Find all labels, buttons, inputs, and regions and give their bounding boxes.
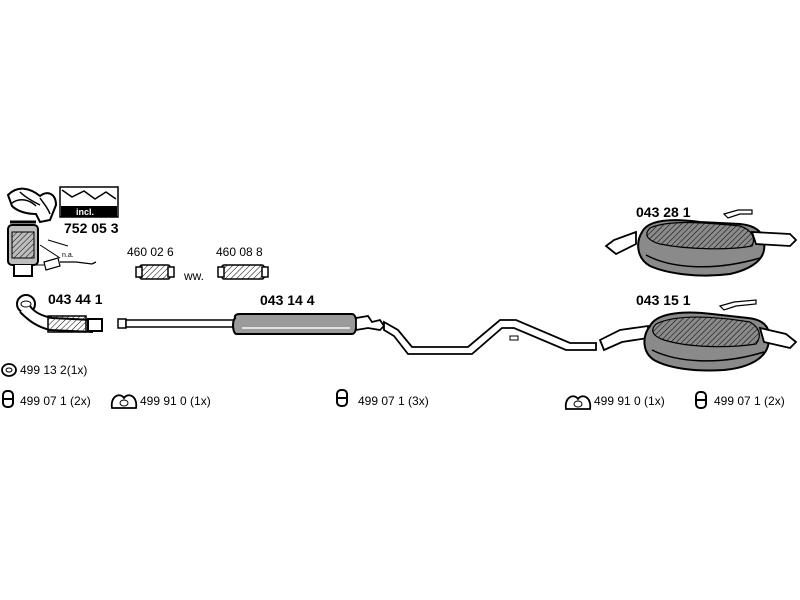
ww-label: ww. <box>184 269 205 283</box>
exhaust-manifold-catalyst[interactable] <box>6 187 58 277</box>
lambda-sensor[interactable] <box>36 244 97 271</box>
part-number-front-pipe: 043 44 1 <box>48 291 103 307</box>
rear-silencer-bottom[interactable] <box>598 299 798 372</box>
fitting-hanger-left: 499 07 1 (2x) <box>20 394 91 408</box>
fitting-clamp-left: 499 91 0 (1x) <box>140 394 211 408</box>
rubber-hanger-icon-middle <box>336 389 348 407</box>
repair-pipe-460-02-6[interactable] <box>135 264 175 280</box>
front-pipe[interactable] <box>16 294 103 334</box>
part-number-rear-silencer-top: 043 28 1 <box>636 204 691 220</box>
part-number-repair-pipe-b: 460 08 8 <box>216 245 263 259</box>
part-number-rear-silencer-bottom: 043 15 1 <box>636 292 691 308</box>
not-available-label: n.a. <box>62 252 74 259</box>
middle-silencer-pipe[interactable] <box>117 313 597 355</box>
clamp-icon-right <box>564 395 592 410</box>
part-number-manifold-catalyst: 752 05 3 <box>64 220 119 236</box>
included-parts-box <box>59 186 119 218</box>
part-number-repair-pipe-a: 460 02 6 <box>127 245 174 259</box>
clamp-icon-left <box>110 394 138 409</box>
fitting-clamp-right: 499 91 0 (1x) <box>594 394 665 408</box>
repair-pipe-460-08-8[interactable] <box>217 264 269 280</box>
rubber-hanger-icon-right <box>695 391 707 409</box>
pointer-line <box>47 239 69 247</box>
part-number-middle-silencer: 043 14 4 <box>260 292 315 308</box>
fitting-hanger-right: 499 07 1 (2x) <box>714 394 785 408</box>
gasket-ring-icon <box>1 363 17 377</box>
fitting-gasket-ring: 499 13 2(1x) <box>20 363 88 377</box>
rubber-hanger-icon-left <box>2 390 14 408</box>
rear-silencer-top[interactable] <box>604 209 798 277</box>
included-label: incl. <box>76 207 95 217</box>
fitting-hanger-middle: 499 07 1 (3x) <box>358 394 429 408</box>
